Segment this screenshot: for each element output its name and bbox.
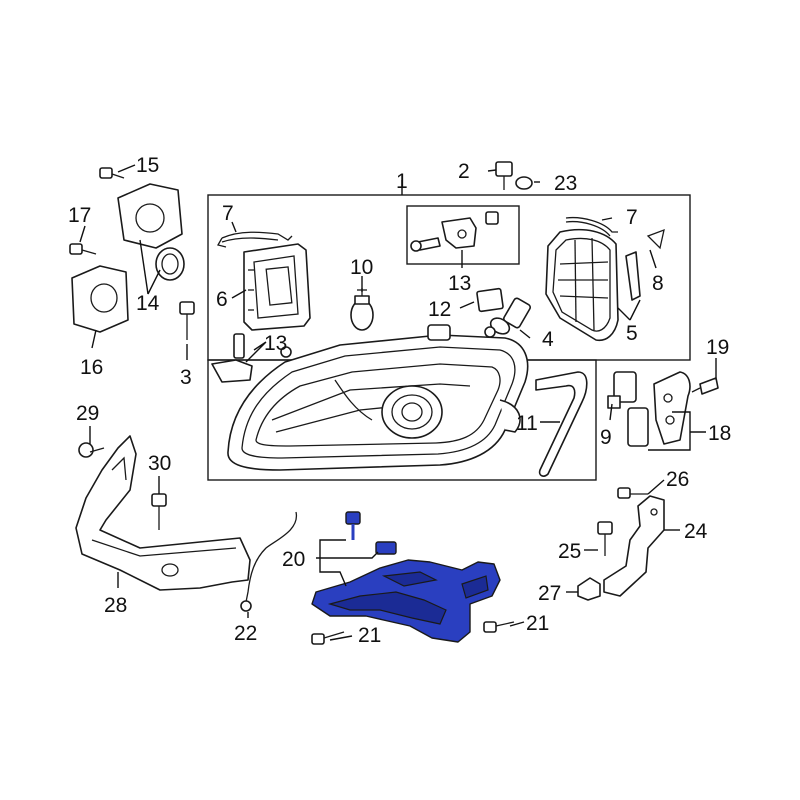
callout-1: 1 bbox=[396, 170, 408, 193]
part-7-seal-left bbox=[217, 231, 293, 248]
callout-26: 26 bbox=[666, 468, 689, 491]
part-13-bracket bbox=[211, 333, 253, 383]
callout-5: 5 bbox=[626, 322, 638, 345]
callout-29: 29 bbox=[76, 402, 99, 425]
part-22-wire bbox=[245, 511, 297, 603]
callout-25: 25 bbox=[558, 540, 581, 563]
part-19-bolt bbox=[691, 377, 719, 395]
callout-15: 15 bbox=[136, 154, 159, 177]
leader-lines bbox=[79, 164, 717, 641]
part-28-bracket bbox=[75, 435, 251, 591]
callout-28: 28 bbox=[104, 594, 127, 617]
part-25-screw bbox=[597, 521, 613, 556]
callout-7-left: 7 bbox=[222, 202, 234, 225]
callout-17: 17 bbox=[68, 204, 91, 227]
callout-8: 8 bbox=[652, 272, 664, 295]
part-12-connector bbox=[476, 287, 504, 313]
part-14-ballast bbox=[117, 183, 185, 281]
part-21-bolt-right bbox=[483, 621, 515, 633]
callout-20: 20 bbox=[282, 548, 305, 571]
callout-2: 2 bbox=[458, 160, 470, 183]
part-8-clip bbox=[625, 251, 641, 301]
part-24-bracket bbox=[603, 495, 665, 597]
callout-4: 4 bbox=[542, 328, 554, 351]
part-23-nut bbox=[515, 176, 533, 190]
callout-labels: 1 2 3 4 5 6 7 7 8 9 10 11 12 13 13 14 15… bbox=[68, 154, 731, 647]
part-10-bulb bbox=[350, 288, 374, 331]
part-27-nut bbox=[577, 577, 601, 601]
bracket-kit-box bbox=[406, 205, 520, 265]
part-17-bolt bbox=[69, 243, 97, 255]
callout-6: 6 bbox=[216, 288, 228, 311]
callout-21-left: 21 bbox=[358, 624, 381, 647]
part-18-module bbox=[627, 371, 691, 447]
callout-18: 18 bbox=[708, 422, 731, 445]
part-13-bracket-kit bbox=[410, 211, 499, 252]
callout-3: 3 bbox=[180, 366, 192, 389]
callout-13-boxed: 13 bbox=[448, 272, 471, 295]
callout-14: 14 bbox=[136, 292, 160, 315]
callout-12: 12 bbox=[428, 298, 451, 321]
part-3-screw bbox=[179, 301, 195, 340]
callout-30: 30 bbox=[148, 452, 171, 475]
part-6-lens-frame bbox=[243, 243, 311, 331]
callout-23: 23 bbox=[554, 172, 577, 195]
part-29-bolt bbox=[78, 442, 105, 458]
callout-24: 24 bbox=[684, 520, 708, 543]
part-20-headlamp-carrier bbox=[311, 511, 501, 643]
part-16-ballast bbox=[71, 265, 129, 333]
callout-9: 9 bbox=[600, 426, 612, 449]
callout-22: 22 bbox=[234, 622, 257, 645]
part-4-bulb-socket bbox=[484, 297, 531, 338]
part-8-tab bbox=[646, 228, 665, 250]
part-26-bolt bbox=[617, 487, 648, 499]
part-9-socket bbox=[607, 371, 637, 409]
part-30-bolt bbox=[151, 493, 167, 530]
part-2-bolt bbox=[495, 161, 513, 190]
callout-13-bracket: 13 bbox=[264, 332, 287, 355]
part-15-bolt bbox=[99, 167, 125, 179]
part-5-back-cover bbox=[545, 228, 619, 342]
part-7-seal-right bbox=[565, 216, 618, 237]
callout-16: 16 bbox=[80, 356, 103, 379]
headlamp-housing bbox=[227, 324, 529, 471]
callout-27: 27 bbox=[538, 582, 561, 605]
callout-10: 10 bbox=[350, 256, 373, 279]
callout-21-right: 21 bbox=[526, 612, 549, 635]
callout-19: 19 bbox=[706, 336, 729, 359]
callout-7-right: 7 bbox=[626, 206, 638, 229]
part-11-trim-strip bbox=[535, 371, 588, 477]
callout-11: 11 bbox=[516, 412, 538, 435]
part-21-bolt-left bbox=[311, 631, 345, 645]
